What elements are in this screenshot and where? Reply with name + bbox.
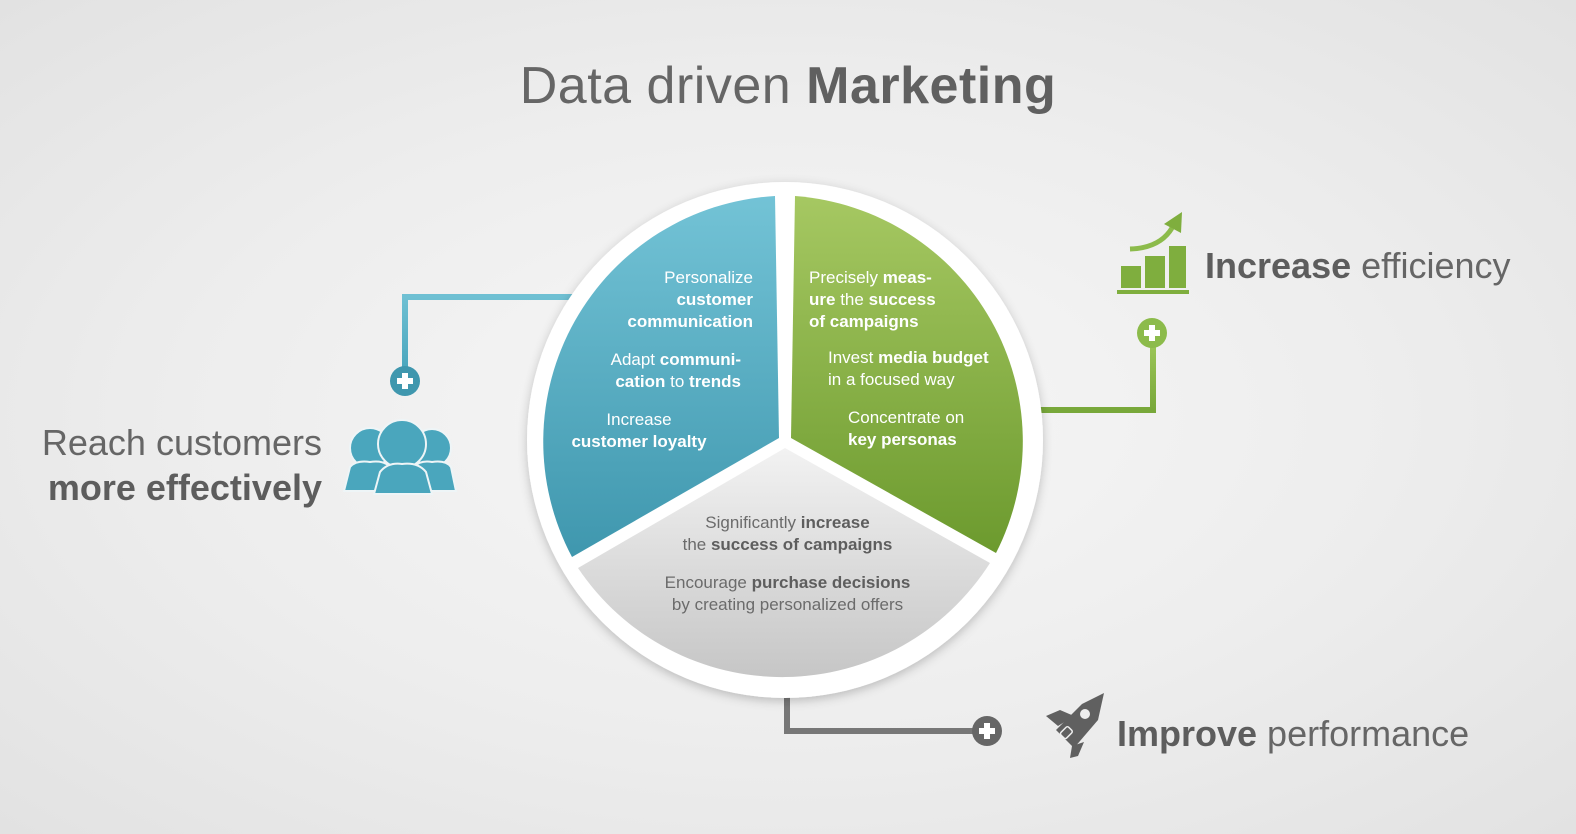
growth-chart-icon (1117, 212, 1189, 294)
people-group-icon (342, 419, 458, 495)
rocket-icon (1046, 693, 1104, 758)
label-reach-customers: Reach customers more effectively (20, 420, 322, 510)
segment-blue[interactable] (543, 196, 779, 557)
segment-green-text: Precisely meas- ure the success of campa… (809, 267, 1019, 467)
segment-green[interactable] (791, 196, 1023, 553)
gray-item-1: Significantly increase the success of ca… (682, 513, 893, 554)
plus-circle-icon-blue[interactable] (390, 366, 420, 396)
connector-gray (784, 690, 975, 734)
green-item-3: Concentrate on key personas (848, 408, 965, 449)
title-bold: Marketing (806, 57, 1057, 115)
green-item-2: Invest media budget in a focused way (828, 348, 989, 389)
page-title: Data driven Marketing (0, 56, 1576, 116)
blue-item-3: Increase customer loyalty (571, 410, 707, 451)
plus-circle-icon-gray[interactable] (972, 716, 1002, 746)
title-regular: Data driven (519, 57, 807, 115)
label-reach-line2: more effectively (47, 467, 322, 508)
gray-item-2: Encourage purchase decisions by creating… (664, 573, 911, 614)
segment-gray[interactable] (578, 448, 990, 678)
connector-green (1025, 345, 1156, 413)
green-item-1: Precisely meas- ure the success of campa… (809, 268, 936, 331)
connector-blue (402, 294, 575, 370)
blue-item-1: Personalize customer communication (627, 268, 753, 331)
segment-blue-text: Personalize customer communication Adapt… (560, 267, 753, 469)
plus-circle-icon-green[interactable] (1137, 318, 1167, 348)
label-increase-efficiency: Increase efficiency (1205, 245, 1511, 286)
label-improve-performance: Improve performance (1117, 713, 1470, 754)
segment-gray-text: Significantly increase the success of ca… (620, 512, 955, 632)
blue-item-2: Adapt communi- cation to trends (610, 350, 741, 391)
label-reach-line1: Reach customers (41, 422, 322, 463)
